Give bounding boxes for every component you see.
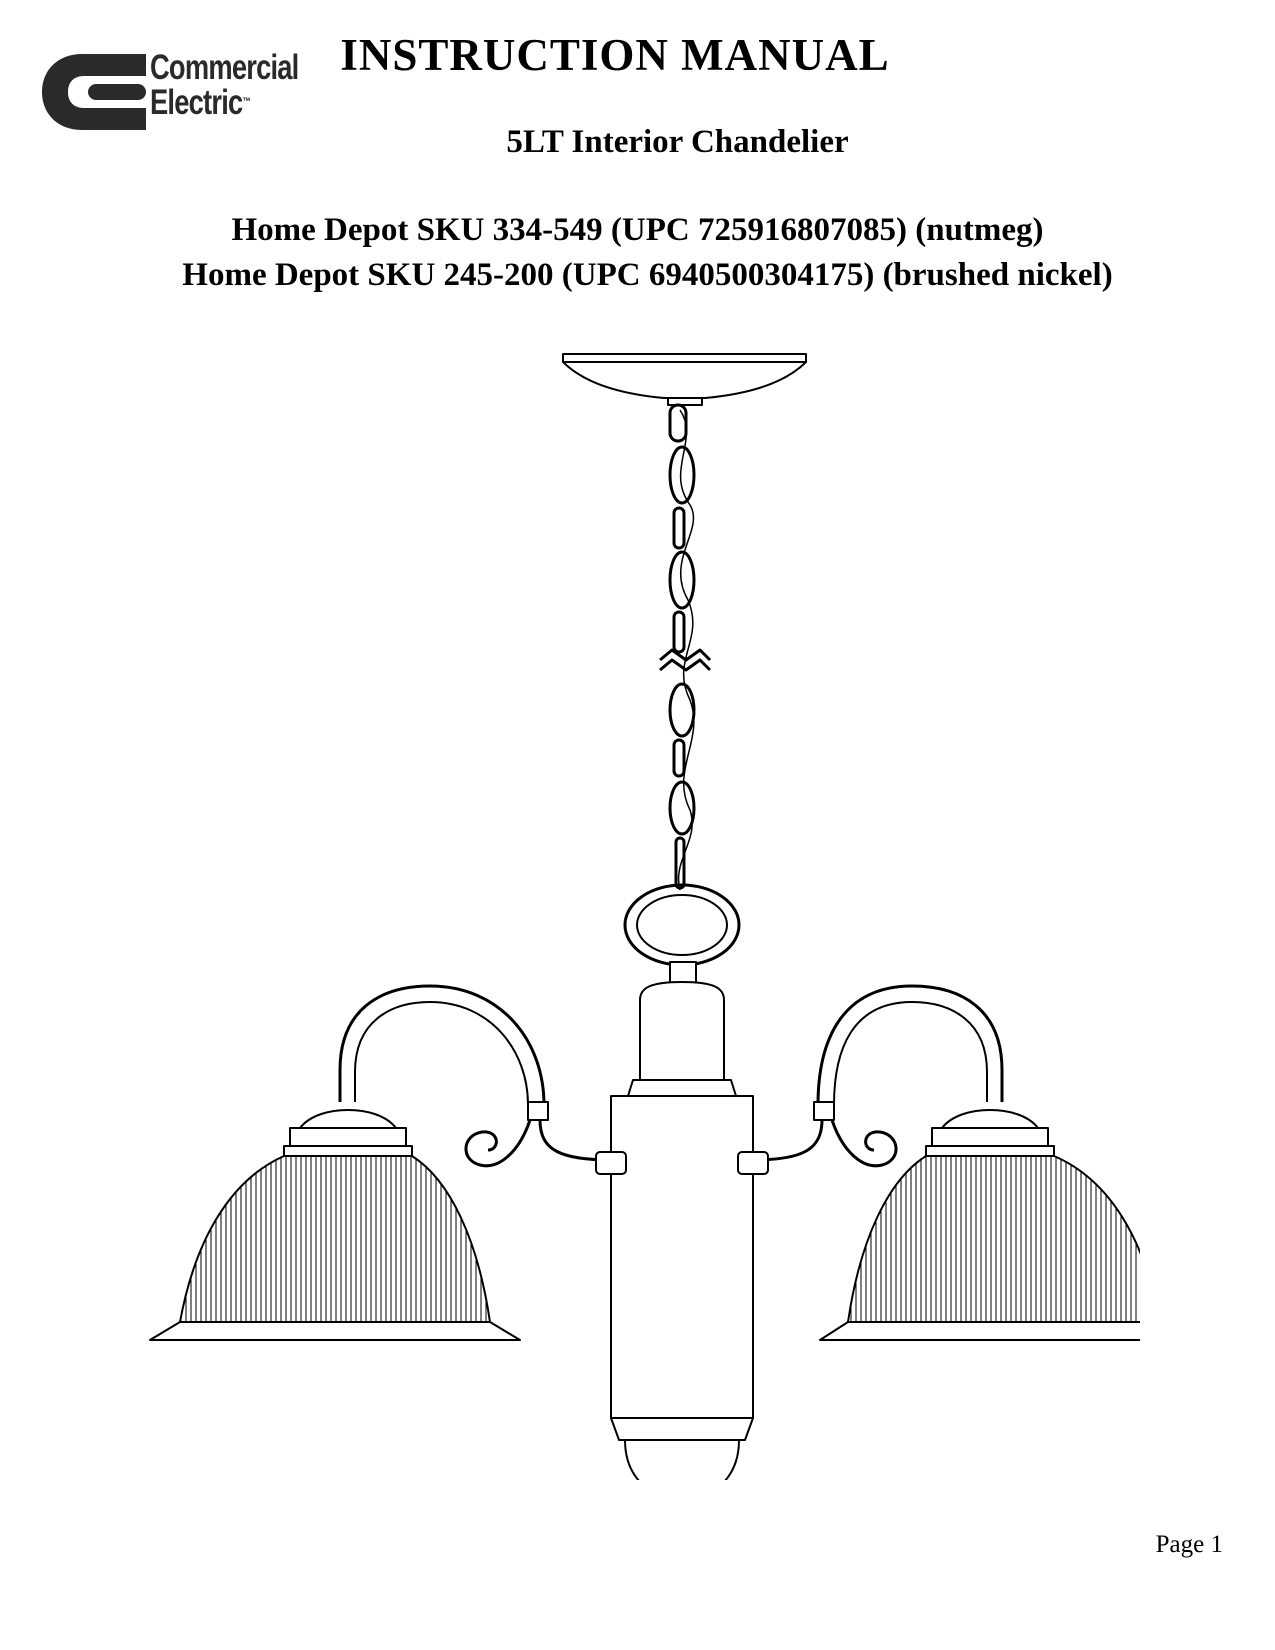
logo-line-1: Commercial: [150, 48, 299, 87]
ceiling-canopy: [562, 353, 807, 406]
page-number: Page 1: [1155, 1531, 1223, 1558]
chain: [659, 403, 712, 890]
left-glass-shade: [149, 1109, 521, 1341]
logo-wordmark: Commercial Electric™: [150, 48, 299, 120]
right-glass-shade: [819, 1109, 1140, 1341]
logo-line-2-text: Electric: [150, 83, 243, 122]
center-column: [610, 981, 754, 1480]
document-title: INSTRUCTION MANUAL: [340, 30, 890, 80]
hanging-loop: [623, 883, 741, 985]
logo-mark-icon: [42, 54, 146, 130]
chandelier-illustration: [149, 353, 1140, 1480]
logo-line-2: Electric™: [150, 85, 298, 120]
left-arm: [338, 984, 627, 1175]
product-sku-line: Home Depot SKU 245-200 (UPC 694050030417…: [182, 257, 1113, 293]
right-arm: [737, 984, 1004, 1175]
product-sku-line: Home Depot SKU 334-549 (UPC 725916807085…: [231, 212, 1044, 248]
trademark-symbol: ™: [242, 96, 251, 108]
commercial-electric-logo: [42, 54, 146, 130]
product-name: 5LT Interior Chandelier: [506, 124, 849, 160]
